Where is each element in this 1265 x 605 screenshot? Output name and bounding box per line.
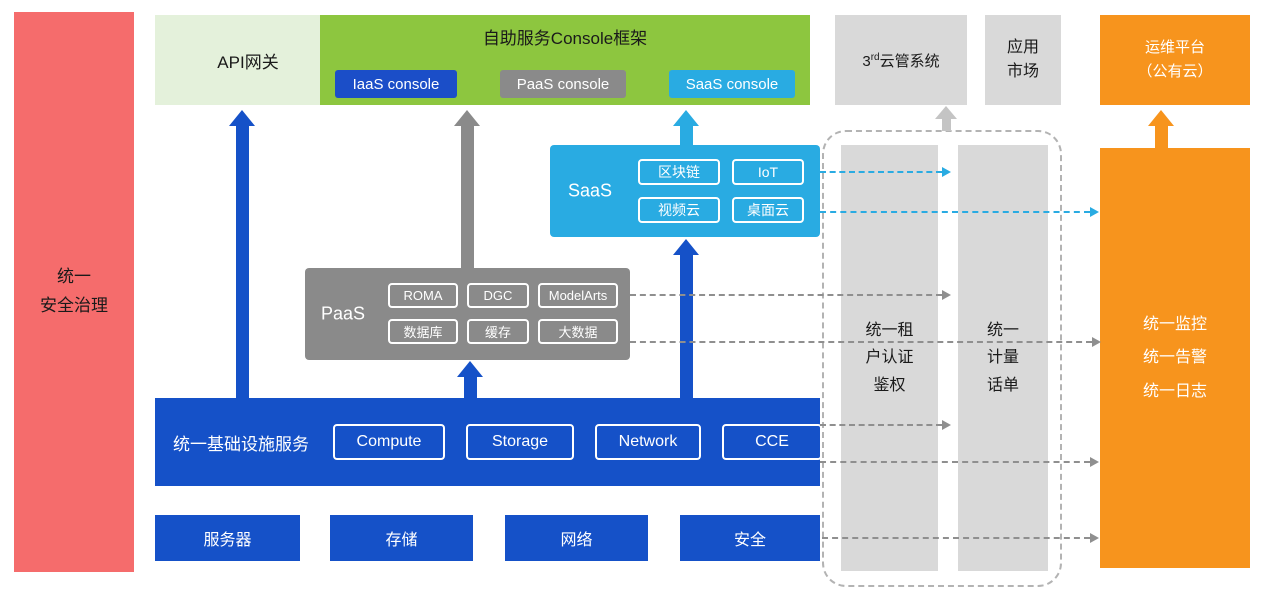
third-party-cloud-box: 3rd云管系统 <box>835 15 967 105</box>
dashed-line-saas-to-metering <box>820 167 951 177</box>
chip-dgc: DGC <box>467 283 529 308</box>
paas-console-chip: PaaS console <box>500 70 626 98</box>
dashed-line-infra-to-metering <box>820 420 951 430</box>
console-frame-box: 自助服务Console框架 IaaS console PaaS console … <box>320 15 810 105</box>
chip-video-cloud: 视频云 <box>638 197 720 223</box>
api-gateway-box: API网关 <box>155 15 341 105</box>
dashed-line-foundation-to-monitor <box>822 533 1099 543</box>
chip-storage: Storage <box>466 424 574 460</box>
arrow-saas-to-console <box>673 110 699 145</box>
console-frame-title: 自助服务Console框架 <box>482 29 648 48</box>
arrow-group-to-third-party <box>935 106 957 131</box>
box-security: 安全 <box>680 515 820 561</box>
arrow-paas-to-console <box>454 110 480 268</box>
box-network: 网络 <box>505 515 648 561</box>
chip-desktop-cloud: 桌面云 <box>732 197 804 223</box>
iaas-console-chip: IaaS console <box>335 70 457 98</box>
paas-box: PaaS ROMA DGC ModelArts 数据库 缓存 大数据 <box>305 268 630 360</box>
chip-iot: IoT <box>732 159 804 185</box>
dashed-line-saas-to-monitor <box>820 207 1099 217</box>
dashed-line-infra-to-monitor <box>820 457 1099 467</box>
chip-bigdata: 大数据 <box>538 319 618 344</box>
dashed-line-paas-to-metering <box>630 290 951 300</box>
paas-label: PaaS <box>321 303 366 324</box>
arrow-infra-to-api-gateway <box>229 110 255 398</box>
arrow-infra-to-saas <box>673 239 699 398</box>
infra-box: 统一基础设施服务 Compute Storage Network CCE <box>155 398 822 486</box>
arrow-monitor-to-ops <box>1148 110 1174 148</box>
chip-modelarts: ModelArts <box>538 283 618 308</box>
saas-box: SaaS 区块链 IoT 视频云 桌面云 <box>550 145 820 237</box>
third-party-cloud-label: 3rd云管系统 <box>862 51 940 70</box>
chip-roma: ROMA <box>388 283 458 308</box>
infra-label: 统一基础设施服务 <box>173 434 309 454</box>
saas-console-chip: SaaS console <box>669 70 795 98</box>
auth-bar: 统一租 户认证 鉴权 <box>841 145 938 571</box>
security-governance-bar: 统一 安全治理 <box>14 12 134 572</box>
infra-chip-row: Compute Storage Network CCE <box>333 424 822 460</box>
metering-bar: 统一 计量 话单 <box>958 145 1048 571</box>
app-market-box: 应用 市场 <box>985 15 1061 105</box>
chip-cce: CCE <box>722 424 822 460</box>
chip-blockchain: 区块链 <box>638 159 720 185</box>
paas-chip-grid: ROMA DGC ModelArts 数据库 缓存 大数据 <box>388 283 618 344</box>
chip-compute: Compute <box>333 424 445 460</box>
ops-platform-box: 运维平台 （公有云） <box>1100 15 1250 105</box>
monitor-bar: 统一监控 统一告警 统一日志 <box>1100 148 1250 568</box>
saas-chip-grid: 区块链 IoT 视频云 桌面云 <box>638 159 804 223</box>
chip-database: 数据库 <box>388 319 458 344</box>
shared-services-group <box>822 130 1062 587</box>
saas-label: SaaS <box>568 180 613 201</box>
box-server: 服务器 <box>155 515 300 561</box>
console-chip-row: IaaS console PaaS console SaaS console <box>335 70 795 98</box>
arrow-infra-to-paas <box>457 361 483 398</box>
chip-network: Network <box>595 424 701 460</box>
box-storage: 存储 <box>330 515 473 561</box>
chip-cache: 缓存 <box>467 319 529 344</box>
dashed-line-paas-to-monitor <box>630 337 1101 347</box>
